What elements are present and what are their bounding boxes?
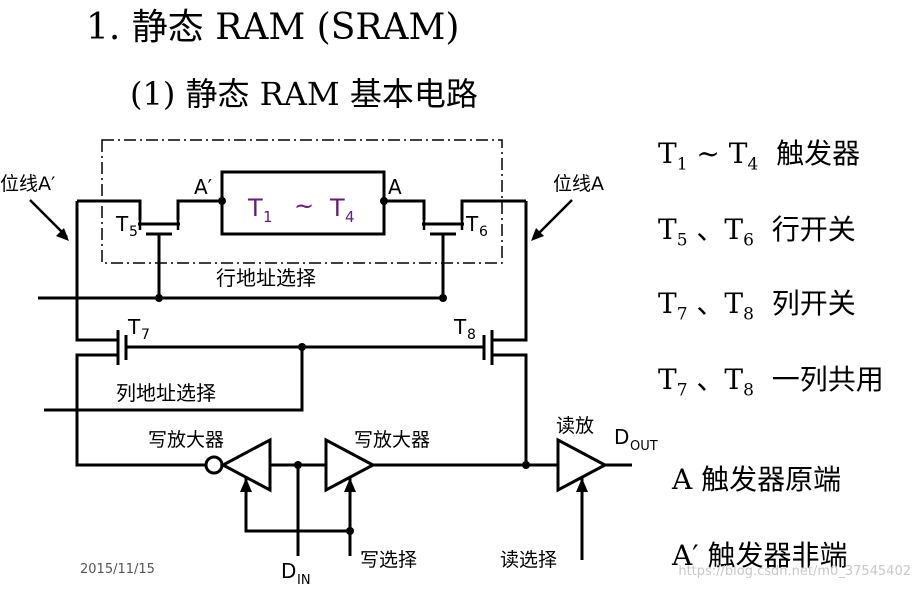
bitline-left-upper [75, 201, 118, 342]
footer-date: 2015/11/15 [80, 562, 155, 577]
read-amp-label: 读放 [556, 415, 594, 437]
t5-label: T 5 [115, 212, 138, 240]
junction-read [522, 461, 530, 469]
t7-label: T 7 [127, 315, 150, 343]
t5-to-flipflop [176, 199, 222, 220]
svg-text:T: T [127, 315, 141, 339]
junction-t5-row [155, 294, 163, 302]
bitline-left-arrow [29, 199, 68, 238]
read-amp-shape [556, 437, 609, 493]
bitline-right-arrowhead [531, 228, 544, 241]
page-subtitle: (1) 静态 RAM 基本电路 [130, 75, 478, 113]
legend-item-shared-column: T7 、T8 一列共用 [658, 363, 884, 401]
svg-text:T: T [115, 212, 129, 236]
svg-text:OUT: OUT [630, 439, 658, 454]
dout-label: D OUT [614, 425, 658, 454]
read-select-label: 读选择 [500, 549, 557, 571]
svg-text:D: D [281, 559, 296, 583]
legend-item-t7-t8: T7 、T8 列开关 [658, 287, 856, 325]
t6-label: T 6 [465, 212, 488, 240]
svg-text:D: D [614, 425, 629, 449]
junction-din [294, 461, 302, 469]
svg-text:IN: IN [297, 573, 311, 588]
svg-text:T: T [465, 212, 479, 236]
svg-text:~: ~ [294, 192, 314, 220]
legend-item-a-inverted: A′ 触发器非端 [672, 539, 848, 572]
junction-a [380, 197, 388, 205]
row-select-label: 行地址选择 [216, 266, 316, 290]
t5-source-lead [77, 199, 142, 220]
legend-item-t5-t6: T5 、T6 行开关 [658, 213, 856, 251]
write-amp-left-bubble [204, 455, 224, 475]
legend-item-t1-t4: T1 ~ T4 触发器 [658, 137, 861, 175]
node-a-label: A [388, 175, 402, 199]
svg-text:8: 8 [467, 327, 476, 343]
write-select-bus [244, 478, 350, 533]
junction-write-select [346, 527, 354, 535]
bitline-right-arrow [534, 199, 573, 238]
svg-text:4: 4 [345, 208, 355, 226]
write-amp-right-enable-arrow [344, 478, 356, 492]
bitline-right-label: 位线A [553, 173, 604, 195]
svg-text:T: T [247, 194, 263, 222]
junction-t6-row [439, 294, 447, 302]
write-amp-right-label: 写放大器 [354, 429, 430, 451]
write-select-label: 写选择 [360, 549, 417, 571]
svg-text:T: T [453, 315, 467, 339]
bitline-left-label: 位线A′ [0, 173, 55, 195]
write-amp-left-label: 写放大器 [148, 429, 224, 451]
bitline-left-arrowhead [56, 228, 69, 241]
svg-text:7: 7 [141, 327, 150, 343]
bitline-right-lower [492, 353, 528, 465]
write-amp-left-enable-arrow [240, 478, 252, 492]
bitline-right-upper [492, 201, 528, 342]
svg-text:1: 1 [263, 208, 273, 226]
col-select-line [44, 347, 304, 412]
legend-item-a-original: A 触发器原端 [672, 463, 842, 496]
read-amp-enable-arrow [576, 478, 588, 492]
svg-text:T: T [329, 194, 345, 222]
col-select-label: 列地址选择 [116, 381, 216, 405]
t6-to-flipflop [384, 199, 426, 220]
svg-text:6: 6 [479, 224, 488, 240]
flipflop-label: T 1 ~ T 4 [247, 192, 355, 226]
t8-label: T 8 [453, 315, 476, 343]
watermark: https://blog.csdn.net/m0_37545402 [678, 564, 911, 579]
din-label: D IN [281, 559, 311, 588]
node-a-prime-label: A′ [194, 175, 213, 199]
junction-col [298, 343, 306, 351]
page-title: 1. 静态 RAM (SRAM) [86, 7, 460, 48]
t6-source-lead [460, 199, 526, 220]
junction-a-prime [218, 197, 226, 205]
svg-text:5: 5 [129, 224, 138, 240]
